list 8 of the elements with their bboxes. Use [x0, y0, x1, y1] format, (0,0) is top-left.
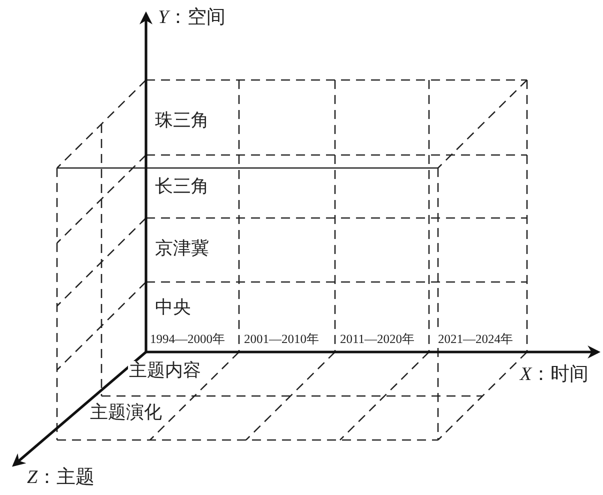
- topic-label: 主题内容: [128, 361, 202, 381]
- period-label: 1994—2000年: [149, 333, 226, 347]
- period-label: 2001—2010年: [243, 333, 320, 347]
- row-label: 中央: [154, 298, 192, 318]
- period-label: 2021—2024年: [437, 333, 514, 347]
- topic-label: 主题演化: [89, 403, 163, 423]
- row-label: 京津冀: [154, 239, 210, 259]
- period-label: 2011—2020年: [339, 333, 416, 347]
